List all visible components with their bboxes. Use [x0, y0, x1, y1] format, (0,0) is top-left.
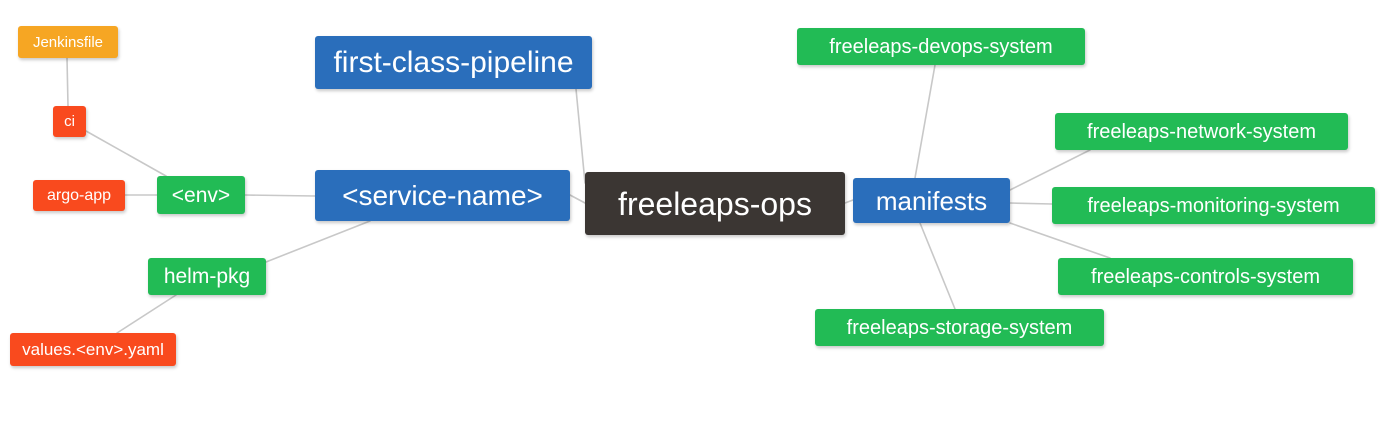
- node-label-manifests: manifests: [875, 185, 988, 216]
- node-freeleaps-monitoring-system[interactable]: freeleaps-monitoring-system: [1052, 187, 1375, 224]
- node-label-freeleaps-ops: freeleaps-ops: [618, 185, 812, 222]
- node-freeleaps-ops[interactable]: freeleaps-ops: [585, 172, 845, 235]
- node-ci[interactable]: ci: [53, 106, 86, 137]
- node-freeleaps-network-system[interactable]: freeleaps-network-system: [1055, 113, 1348, 150]
- node-label-freeleaps-devops-system: freeleaps-devops-system: [829, 35, 1053, 58]
- node-helm-pkg[interactable]: helm-pkg: [148, 258, 266, 295]
- node-service-name[interactable]: <service-name>: [315, 170, 570, 221]
- node-jenkinsfile[interactable]: Jenkinsfile: [18, 26, 118, 58]
- edge-manifests-devops: [914, 64, 936, 179]
- node-freeleaps-storage-system[interactable]: freeleaps-storage-system: [815, 309, 1104, 346]
- node-freeleaps-devops-system[interactable]: freeleaps-devops-system: [797, 28, 1085, 65]
- node-label-values-env-yaml: values.<env>.yaml: [22, 340, 164, 359]
- node-freeleaps-controls-system[interactable]: freeleaps-controls-system: [1058, 258, 1353, 295]
- edge-ci-jenkinsfile: [66, 57, 69, 107]
- edge-service-env: [244, 194, 316, 197]
- node-label-helm-pkg: helm-pkg: [163, 265, 251, 288]
- node-env[interactable]: <env>: [157, 176, 245, 214]
- edge-ops-service: [569, 194, 586, 204]
- node-label-argo-app: argo-app: [46, 186, 112, 204]
- edge-manifests-storage: [919, 222, 956, 310]
- node-label-ci: ci: [64, 113, 75, 130]
- node-values-env-yaml[interactable]: values.<env>.yaml: [10, 333, 176, 366]
- node-label-freeleaps-network-system: freeleaps-network-system: [1087, 120, 1316, 143]
- node-label-freeleaps-storage-system: freeleaps-storage-system: [846, 316, 1073, 339]
- edge-manifests-monitoring: [1009, 202, 1053, 205]
- node-label-freeleaps-monitoring-system: freeleaps-monitoring-system: [1087, 194, 1340, 217]
- edge-env-ci: [85, 130, 167, 177]
- edge-ops-manifests: [844, 199, 854, 204]
- node-manifests[interactable]: manifests: [853, 178, 1010, 223]
- edge-manifests-controls: [1009, 222, 1111, 259]
- node-label-first-class-pipeline: first-class-pipeline: [333, 45, 574, 79]
- edge-service-helm: [265, 220, 371, 263]
- edge-manifests-network: [1009, 149, 1091, 191]
- node-label-jenkinsfile: Jenkinsfile: [32, 33, 104, 51]
- node-label-env: <env>: [171, 183, 231, 207]
- edge-ops-pipeline: [575, 88, 586, 184]
- node-label-service-name: <service-name>: [342, 179, 543, 211]
- edge-helm-values: [116, 294, 177, 334]
- node-argo-app[interactable]: argo-app: [33, 180, 125, 211]
- node-label-freeleaps-controls-system: freeleaps-controls-system: [1091, 265, 1320, 288]
- node-first-class-pipeline[interactable]: first-class-pipeline: [315, 36, 592, 89]
